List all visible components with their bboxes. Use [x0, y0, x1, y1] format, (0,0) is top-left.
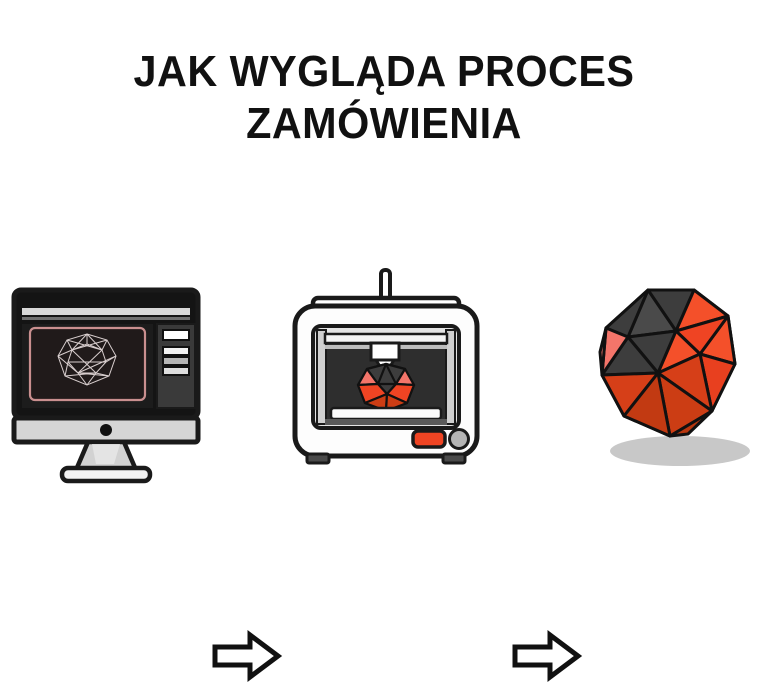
printer-knob[interactable] — [448, 428, 470, 450]
process-step-print — [283, 268, 488, 498]
tool-buttons[interactable] — [162, 329, 190, 376]
arrow-right-icon-2 — [512, 630, 583, 682]
build-plate — [329, 406, 443, 421]
page-title-line-1: JAK WYGLĄDA PROCES — [133, 47, 635, 96]
process-step-design — [8, 268, 204, 498]
wireframe-model — [57, 333, 117, 386]
polyhedron-icon — [598, 288, 750, 466]
page-title: JAK WYGLĄDA PROCES ZAMÓWIENIA — [0, 46, 768, 150]
printer-control-panel[interactable] — [411, 428, 470, 450]
printer-display[interactable] — [411, 429, 447, 449]
polyhedron-facets — [598, 288, 737, 438]
process-diagram — [0, 268, 768, 682]
process-step-product — [588, 268, 764, 498]
desktop-monitor-icon — [11, 287, 201, 484]
monitor-power-dot — [100, 424, 112, 436]
page-title-line-2: ZAMÓWIENIA — [246, 99, 522, 148]
printed-polyhedron — [356, 362, 416, 413]
object-shadow — [610, 436, 750, 466]
printer-3d-icon — [292, 268, 480, 465]
arrow-right-icon-1 — [212, 630, 283, 682]
